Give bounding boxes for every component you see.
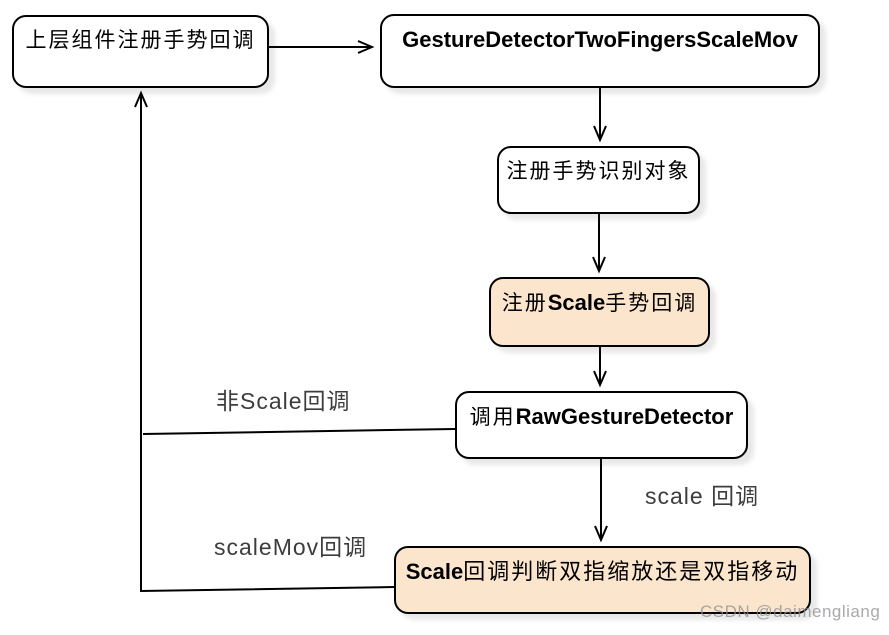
node-scale-judge-code: Scale xyxy=(405,559,464,584)
node-scale-judge: Scale回调判断双指缩放还是双指移动 xyxy=(394,546,811,614)
edge-scale-mov-feedback xyxy=(134,90,395,593)
node-gesture-detector: GestureDetectorTwoFingersScaleMov xyxy=(380,14,820,88)
node-register-scale-callback-post: 手势回调 xyxy=(605,291,698,315)
edge-label-scale-mov: scaleMov回调 xyxy=(214,534,368,560)
node-register-scale-callback-code: Scale xyxy=(547,290,606,315)
edge-label-non-scale: 非Scale回调 xyxy=(216,388,351,414)
csdn-watermark: CSDN @daimengliang xyxy=(700,602,881,621)
node-call-raw-detector-code: RawGestureDetector xyxy=(515,404,734,429)
node-register-scale-callback-pre: 注册 xyxy=(501,291,548,315)
edge-non-scale-feedback xyxy=(142,428,456,435)
node-register-scale-callback: 注册Scale手势回调 xyxy=(489,277,710,347)
node-register-recognizer-label: 注册手势识别对象 xyxy=(506,159,691,183)
node-register-recognizer: 注册手势识别对象 xyxy=(497,146,700,214)
node-scale-judge-post: 回调判断双指缩放还是双指移动 xyxy=(463,559,800,584)
node-call-raw-detector: 调用RawGestureDetector xyxy=(455,391,748,459)
node-register-gesture-callback-label: 上层组件注册手势回调 xyxy=(25,28,256,52)
edge-label-scale: scale 回调 xyxy=(645,483,760,509)
node-gesture-detector-label: GestureDetectorTwoFingersScaleMov xyxy=(402,27,798,52)
node-register-gesture-callback: 上层组件注册手势回调 xyxy=(12,15,269,88)
node-call-raw-detector-pre: 调用 xyxy=(469,405,516,429)
